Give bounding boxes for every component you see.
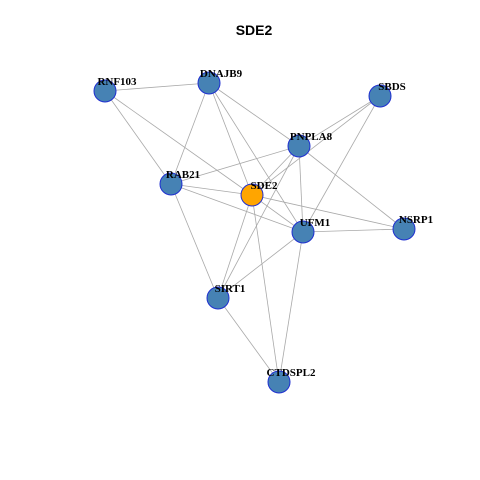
edge-ufm1-nsrp1 [302,228,405,233]
edge-sbds-ufm1 [302,95,381,233]
edge-pnpla8-rab21 [170,145,300,185]
node-sbds: SBDS [368,81,406,108]
node-ufm1: UFM1 [291,217,331,244]
node-circle-rnf103 [93,79,117,103]
node-circle-sde2 [240,183,264,207]
edge-rab21-sde2 [170,183,253,196]
node-rnf103: RNF103 [93,76,137,103]
node-label-sirt1: SIRT1 [215,283,246,295]
node-label-ctdspl2: CTDSPL2 [267,367,316,379]
node-label-rab21: RAB21 [166,169,200,181]
edge-pnpla8-sirt1 [217,145,300,299]
node-rab21: RAB21 [159,169,200,196]
edge-pnpla8-nsrp1 [298,145,405,230]
node-nsrp1: NSRP1 [392,214,433,241]
node-sirt1: SIRT1 [206,283,246,310]
node-circle-ufm1 [291,220,315,244]
edge-rnf103-rab21 [104,90,172,185]
edge-sbds-pnpla8 [298,95,381,147]
node-label-sde2: SDE2 [251,180,278,192]
edge-sbds-sde2 [251,95,381,196]
node-circle-dnajb9 [197,71,221,95]
graph-title: SDE2 [236,22,273,38]
node-label-rnf103: RNF103 [97,76,137,88]
node-circle-ctdspl2 [267,370,291,394]
edge-sde2-sirt1 [217,194,253,299]
node-circle-rab21 [159,172,183,196]
edge-dnajb9-rab21 [170,82,210,185]
edge-rab21-ufm1 [170,183,304,233]
node-circle-nsrp1 [392,217,416,241]
edge-dnajb9-ufm1 [208,82,304,233]
node-ctdspl2: CTDSPL2 [267,367,316,394]
node-circle-pnpla8 [287,134,311,158]
node-label-ufm1: UFM1 [300,217,331,229]
edge-rnf103-sde2 [104,90,253,196]
edge-ufm1-sirt1 [217,231,304,299]
node-circle-sirt1 [206,286,230,310]
node-pnpla8: PNPLA8 [287,131,333,158]
edge-pnpla8-ufm1 [298,145,304,233]
edge-dnajb9-sde2 [208,82,253,196]
node-dnajb9: DNAJB9 [197,68,243,95]
node-circle-sbds [368,84,392,108]
edge-rab21-sirt1 [170,183,219,299]
node-label-sbds: SBDS [378,81,406,93]
edge-sde2-nsrp1 [251,194,405,230]
node-label-pnpla8: PNPLA8 [290,131,333,143]
edge-dnajb9-pnpla8 [208,82,300,147]
node-label-nsrp1: NSRP1 [399,214,433,226]
edge-rnf103-dnajb9 [104,82,210,92]
edge-sirt1-ctdspl2 [217,297,280,383]
edge-sde2-ctdspl2 [251,194,280,383]
edge-ufm1-ctdspl2 [278,231,304,383]
edges-layer [104,82,405,383]
node-sde2: SDE2 [240,180,278,207]
node-label-dnajb9: DNAJB9 [200,68,243,80]
